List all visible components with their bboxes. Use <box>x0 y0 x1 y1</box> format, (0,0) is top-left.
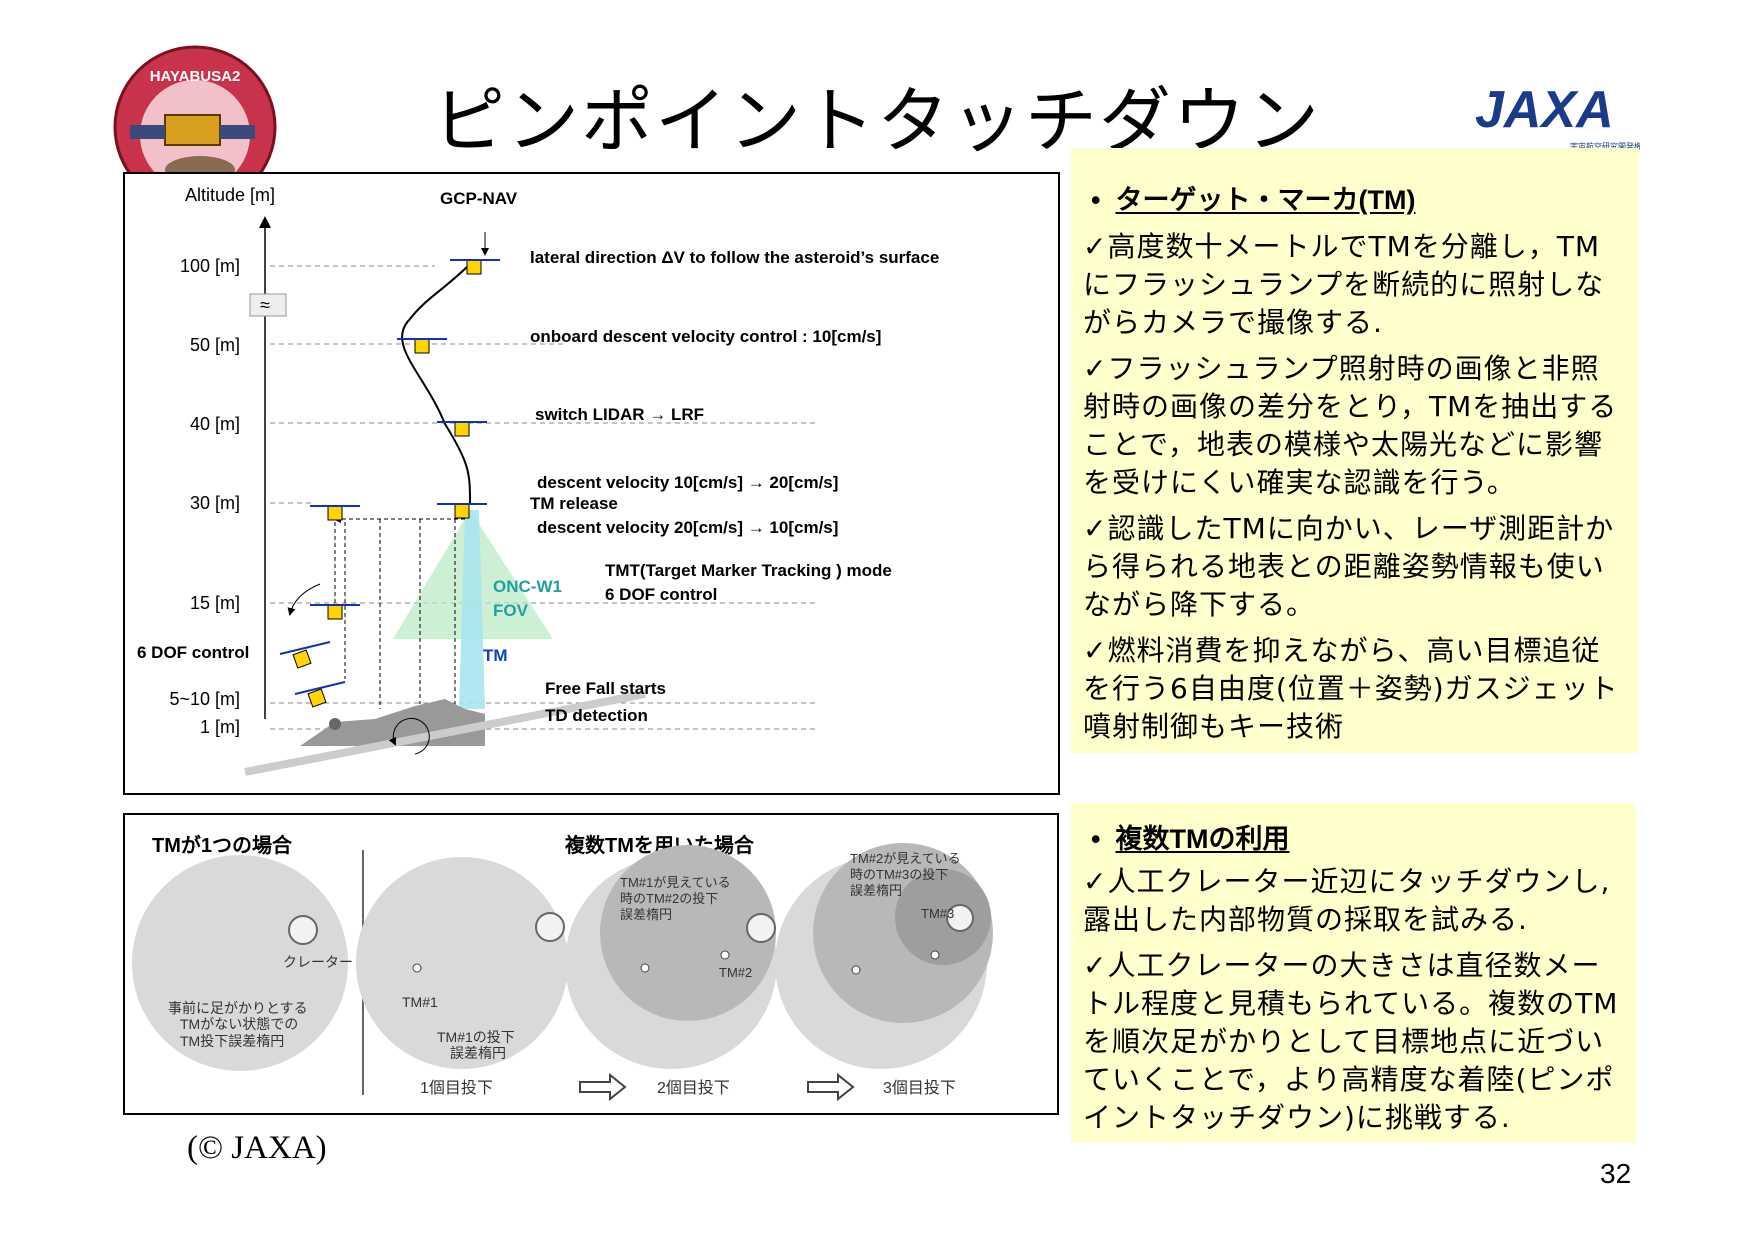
td-detection-label: TD detection <box>545 706 648 725</box>
tmt-6dof-label: 6 DOF control <box>605 585 717 604</box>
step-arrow-2 <box>807 1072 855 1102</box>
tm1-label: TM#1 <box>402 994 438 1010</box>
page-number: 32 <box>1600 1158 1632 1189</box>
tm3-ellipse-line1: TM#2が見えている <box>850 851 961 866</box>
altitude-1: 1 [m] <box>200 717 240 737</box>
step1-label: 1個目投下 <box>420 1079 493 1097</box>
single-ellipse-line1: 事前に足がかりとする <box>168 1000 308 1016</box>
target-marker-notes: • ターゲット・マーカ(TM) ✓高度数十メートルでTMを分離し，TMにフラッシ… <box>1071 148 1639 753</box>
tmt-mode-label: TMT(Target Marker Tracking ) mode <box>605 561 892 580</box>
altitude-50: 50 [m] <box>190 335 240 355</box>
step-arrow-1 <box>579 1072 627 1102</box>
single-ellipse-line3: TM投下誤差楕円 <box>180 1033 284 1049</box>
multi-tm-notes: • 複数TMの利用 ✓人工クレーター近辺にタッチダウンし,露出した内部物質の採取… <box>1071 803 1636 1143</box>
tm-beam <box>459 510 485 709</box>
onboard-descent-label: onboard descent velocity control : 10[cm… <box>530 327 881 346</box>
tm3-ellipse-line2: 時のTM#3の投下 <box>850 867 948 882</box>
tm2-ellipse-line2: 時のTM#2の投下 <box>620 891 718 906</box>
tm2-label: TM#2 <box>719 965 752 980</box>
multi-point-1: ✓人工クレーター近辺にタッチダウンし,露出した内部物質の採取を試みる. <box>1083 865 1611 936</box>
descent-diagram: Altitude [m] ≈ 100 [m] 50 [m] 40 [m] 30 … <box>137 185 939 776</box>
gcp-nav-label: GCP-NAV <box>440 189 518 208</box>
altitude-5-10: 5~10 [m] <box>169 689 240 709</box>
copyright-text: (© JAXA) <box>187 1130 327 1166</box>
step3-label: 3個目投下 <box>883 1079 956 1097</box>
descent-velocity-1-label: descent velocity 10[cm/s] → 20[cm/s] <box>537 473 838 492</box>
jaxa-logo-text: JAXA <box>1475 81 1614 139</box>
tm-point-2: ✓フラッシュランプ照射時の画像と非照射時の画像の差分をとり，TMを抽出することで… <box>1083 352 1618 499</box>
tm-heading: • ターゲット・マーカ(TM) <box>1091 185 1416 215</box>
asteroid-surface <box>300 699 485 746</box>
hayabusa2-logo: HAYABUSA2 <box>113 45 277 209</box>
6dof-left-label: 6 DOF control <box>137 643 249 662</box>
hayabusa2-logo-text: HAYABUSA2 <box>150 68 241 85</box>
multi-tm-heading: • 複数TMの利用 <box>1091 824 1290 854</box>
jaxa-logo: JAXA 宇宙航空研究開発機構 <box>1475 81 1640 151</box>
jaxa-logo-subtext: 宇宙航空研究開発機構 <box>1570 141 1640 151</box>
altitude-100: 100 [m] <box>180 256 240 276</box>
tm-label: TM <box>483 646 508 665</box>
tm3-label: TM#3 <box>921 906 954 921</box>
descent-velocity-2-label: descent velocity 20[cm/s] → 10[cm/s] <box>537 518 838 537</box>
trajectory <box>401 263 471 505</box>
multi-tm-cases-panel: TMが1つの場合 複数TMを用いた場合 クレーター 事前に足がかりとする TMが… <box>123 813 1059 1115</box>
tm-point-1: ✓高度数十メートルでTMを分離し，TMにフラッシュランプを断続的に照射しながらカ… <box>1083 230 1605 339</box>
altitude-15: 15 [m] <box>190 593 240 613</box>
switch-lidar-label: switch LIDAR → LRF <box>535 405 704 424</box>
tm1-ellipse-line1: TM#1の投下 <box>437 1029 515 1045</box>
descent-diagram-panel: Altitude [m] ≈ 100 [m] 50 [m] 40 [m] 30 … <box>123 172 1060 795</box>
crater-label: クレーター <box>283 954 353 970</box>
altitude-30: 30 [m] <box>190 493 240 513</box>
altitude-axis-label: Altitude [m] <box>185 185 275 205</box>
axis-break-icon: ≈ <box>260 295 270 315</box>
single-tm-title: TMが1つの場合 <box>152 833 293 857</box>
tm2-ellipse-line1: TM#1が見えている <box>620 875 731 890</box>
tm3-ellipse-line3: 誤差楕円 <box>850 883 902 898</box>
tm-point-4: ✓燃料消費を抑えながら、高い目標追従を行う6自由度(位置＋姿勢)ガスジェット噴射… <box>1083 634 1619 743</box>
multi-tm-cases-diagram: TMが1つの場合 複数TMを用いた場合 クレーター 事前に足がかりとする TMが… <box>132 833 993 1102</box>
step2-label: 2個目投下 <box>657 1079 730 1097</box>
onc-w1-label: ONC-W1 <box>493 577 562 596</box>
altitude-40: 40 [m] <box>190 414 240 434</box>
lateral-dv-label: lateral direction ΔV to follow the aster… <box>530 248 939 267</box>
tm1-ellipse-line2: 誤差楕円 <box>450 1045 506 1061</box>
fov-label: FOV <box>493 601 529 620</box>
tm-release-label: TM release <box>530 494 618 513</box>
free-fall-label: Free Fall starts <box>545 679 666 698</box>
tm2-ellipse-line3: 誤差楕円 <box>620 907 672 922</box>
single-ellipse-line2: TMがない状態での <box>180 1016 298 1032</box>
multi-point-2: ✓人工クレーターの大きさは直径数メートル程度と見積もられている。複数のTMを順次… <box>1083 949 1619 1134</box>
tm-point-3: ✓認識したTMに向かい、レーザ測距計から得られる地表との距離姿勢情報も使いながら… <box>1083 512 1615 621</box>
